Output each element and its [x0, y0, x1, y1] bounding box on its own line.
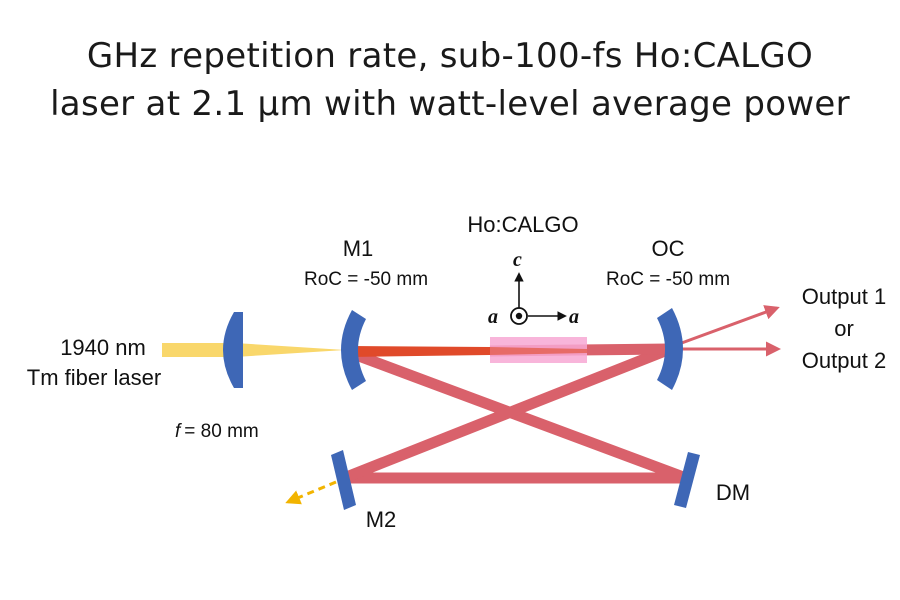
- mirror-m2: [331, 450, 356, 510]
- axis-a-left-label: a: [488, 306, 498, 328]
- output-label-or: or: [834, 316, 854, 341]
- pump-source-label: Tm fiber laser: [27, 365, 161, 390]
- pump-beam: [162, 343, 345, 357]
- title-line-2: laser at 2.1 µm with watt-level average …: [50, 84, 850, 124]
- lens-focal-value: = 80 mm: [184, 421, 258, 442]
- beam-m2-to-oc: [341, 343, 673, 484]
- title-line-1: GHz repetition rate, sub-100-fs Ho:CALGO: [86, 36, 814, 76]
- axis-c-label: c: [513, 249, 522, 271]
- mirror-oc: [657, 308, 683, 390]
- output-arrow-1: [667, 305, 780, 350]
- cavity-beams: [341, 343, 688, 484]
- dm-label: DM: [716, 480, 750, 505]
- mirror-dm: [674, 452, 700, 508]
- residual-pump-arrow: [285, 480, 337, 505]
- focusing-lens: [223, 312, 243, 388]
- output-label-2: Output 2: [802, 348, 886, 373]
- beam-m1-to-crystal: [350, 346, 490, 357]
- axis-a-right-label: a: [569, 306, 579, 328]
- crystal-axes: [510, 272, 567, 325]
- crystal-label: Ho:CALGO: [467, 212, 578, 237]
- oc-roc-label: RoC = -50 mm: [606, 269, 730, 290]
- pump-wavelength-label: 1940 nm: [60, 335, 146, 360]
- lens-focal-symbol: f: [175, 421, 182, 442]
- m1-roc-label: RoC = -50 mm: [304, 269, 428, 290]
- mirror-m1: [341, 310, 366, 390]
- output-label-1: Output 1: [802, 284, 886, 309]
- m1-label: M1: [343, 236, 374, 261]
- oc-label: OC: [652, 236, 685, 261]
- beam-in-crystal: [490, 347, 587, 355]
- lens-focal-label: f= 80 mm: [175, 421, 259, 442]
- axis-dot-icon: [515, 312, 523, 320]
- m2-label: M2: [366, 507, 397, 532]
